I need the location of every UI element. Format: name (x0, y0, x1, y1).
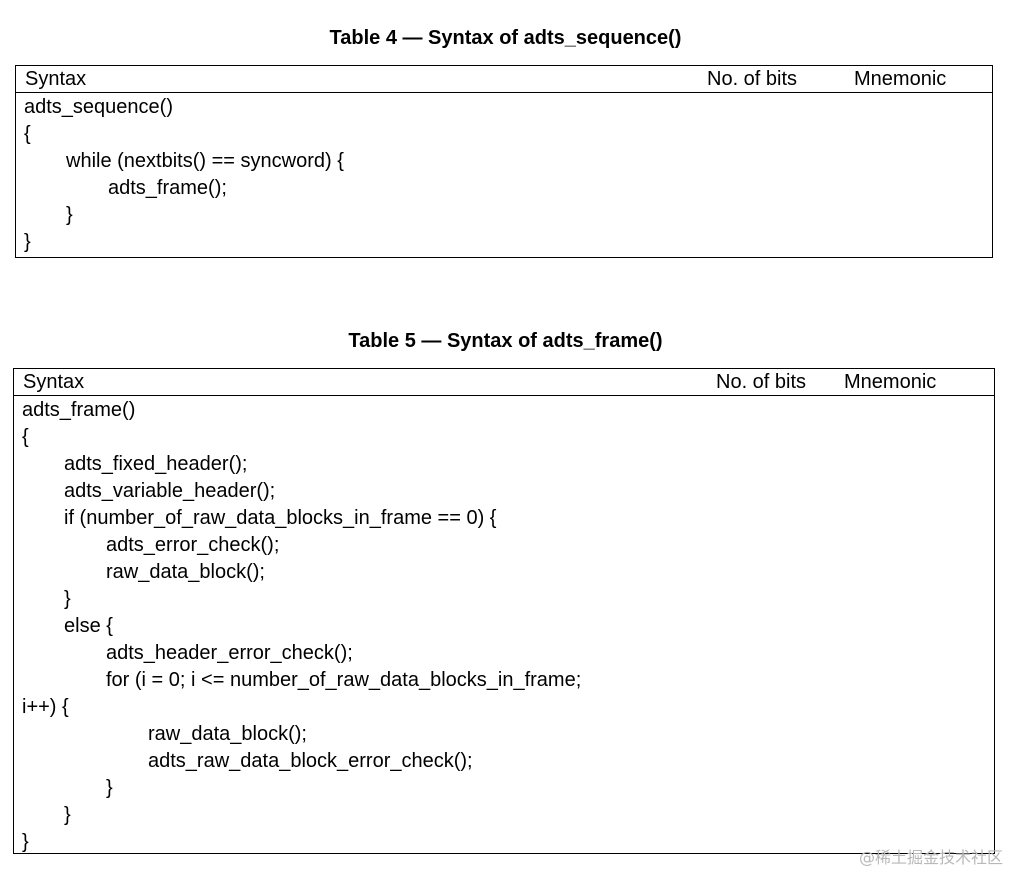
table5-body: adts_frame() { adts_fixed_header(); adts… (14, 396, 994, 856)
table4-caption: Table 4 — Syntax of adts_sequence() (329, 27, 682, 49)
code-line: adts_raw_data_block_error_check(); (148, 750, 473, 772)
code-line: raw_data_block(); (106, 561, 265, 583)
table4-header-syntax: Syntax (25, 68, 87, 90)
code-line: adts_error_check(); (106, 534, 280, 556)
code-line: { (22, 426, 29, 448)
table4-body: adts_sequence() { while (nextbits() == s… (16, 93, 992, 256)
code-line: } (64, 588, 71, 610)
table5-header-bits: No. of bits (716, 371, 807, 393)
code-line: adts_header_error_check(); (106, 642, 353, 664)
code-line: { (24, 123, 31, 145)
code-line: for (i = 0; i <= number_of_raw_data_bloc… (106, 669, 582, 691)
code-line: raw_data_block(); (148, 723, 307, 745)
code-line: adts_frame() (22, 399, 136, 421)
code-line: else { (64, 615, 113, 637)
code-line: adts_variable_header(); (64, 480, 276, 502)
code-line: } (64, 804, 71, 826)
table4-header-bits: No. of bits (707, 68, 798, 90)
table5-caption: Table 5 — Syntax of adts_frame() (348, 330, 663, 352)
table4-syntax-adts-sequence: Syntax No. of bits Mnemonic adts_sequenc… (15, 65, 993, 258)
table4-header-row: Syntax No. of bits Mnemonic (16, 66, 992, 93)
code-line: } (24, 231, 31, 253)
code-line: if (number_of_raw_data_blocks_in_frame =… (64, 507, 497, 529)
code-line: } (66, 204, 73, 226)
table5-syntax-adts-frame: Syntax No. of bits Mnemonic adts_frame()… (13, 368, 995, 854)
table5-header-row: Syntax No. of bits Mnemonic (14, 369, 994, 396)
table5-header-syntax: Syntax (23, 371, 85, 393)
code-line: while (nextbits() == syncword) { (66, 150, 344, 172)
code-line: } (22, 831, 29, 853)
code-line: i++) { (22, 696, 69, 718)
code-line: adts_frame(); (108, 177, 227, 199)
code-line: adts_fixed_header(); (64, 453, 248, 475)
code-line: adts_sequence() (24, 96, 173, 118)
table5-header-mnemonic: Mnemonic (844, 371, 937, 393)
table4-header-mnemonic: Mnemonic (854, 68, 947, 90)
watermark: @稀土掘金技术社区 (858, 848, 1003, 867)
code-line: } (106, 777, 113, 799)
